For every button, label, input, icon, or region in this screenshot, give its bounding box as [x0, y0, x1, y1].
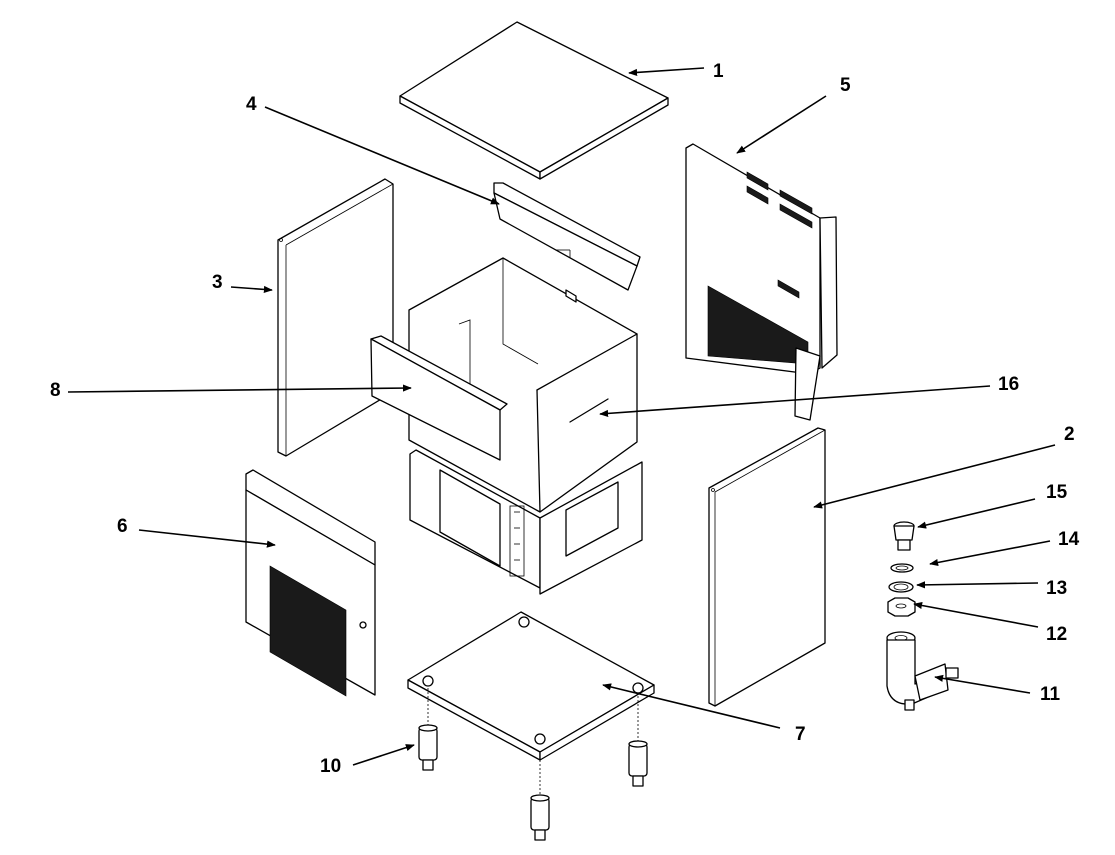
front-panel-grille: [269, 565, 347, 697]
leveling-legs: [418, 724, 648, 841]
callout-11: 11: [1040, 684, 1061, 705]
cabinet-slot: [569, 398, 609, 423]
top-panel: [399, 21, 669, 180]
top-rear-channel: [493, 182, 641, 291]
callout-10: 10: [320, 756, 341, 777]
callout-6: 6: [117, 516, 128, 537]
drain-elbow: [886, 631, 959, 711]
leg: [628, 740, 648, 787]
leg: [530, 794, 550, 841]
drain-fitting-assembly: [886, 521, 959, 711]
base-plate: [407, 611, 655, 796]
callout-12: 12: [1046, 624, 1067, 645]
control-board: [509, 505, 525, 577]
front-panel: [245, 469, 376, 697]
leg: [418, 724, 438, 771]
drain-nut: [887, 597, 916, 617]
callout-7: 7: [795, 724, 806, 745]
cabinet-liner: [408, 257, 638, 513]
callout-2: 2: [1064, 424, 1075, 445]
callout-3: 3: [212, 272, 223, 293]
callout-15: 15: [1046, 482, 1068, 503]
right-side-panel: [708, 427, 826, 707]
rear-panel: [685, 143, 838, 421]
callout-labels: 1 2 3 4 5 6 7 8 10 11 12 13 14 15 16: [50, 61, 1080, 777]
leader-lines: [67, 67, 1056, 766]
drain-bushing: [893, 521, 915, 551]
callout-1: 1: [713, 61, 724, 82]
base-unit: [409, 449, 643, 595]
drain-washer-13: [888, 581, 914, 593]
left-side-panel: [277, 178, 394, 457]
callout-4: 4: [246, 94, 257, 115]
callout-14: 14: [1058, 529, 1080, 550]
callout-13: 13: [1046, 578, 1067, 599]
front-baffle: [370, 335, 508, 461]
callout-8: 8: [50, 380, 61, 401]
drain-washer-14: [890, 563, 914, 573]
callout-16: 16: [998, 374, 1019, 395]
callout-5: 5: [840, 75, 851, 96]
